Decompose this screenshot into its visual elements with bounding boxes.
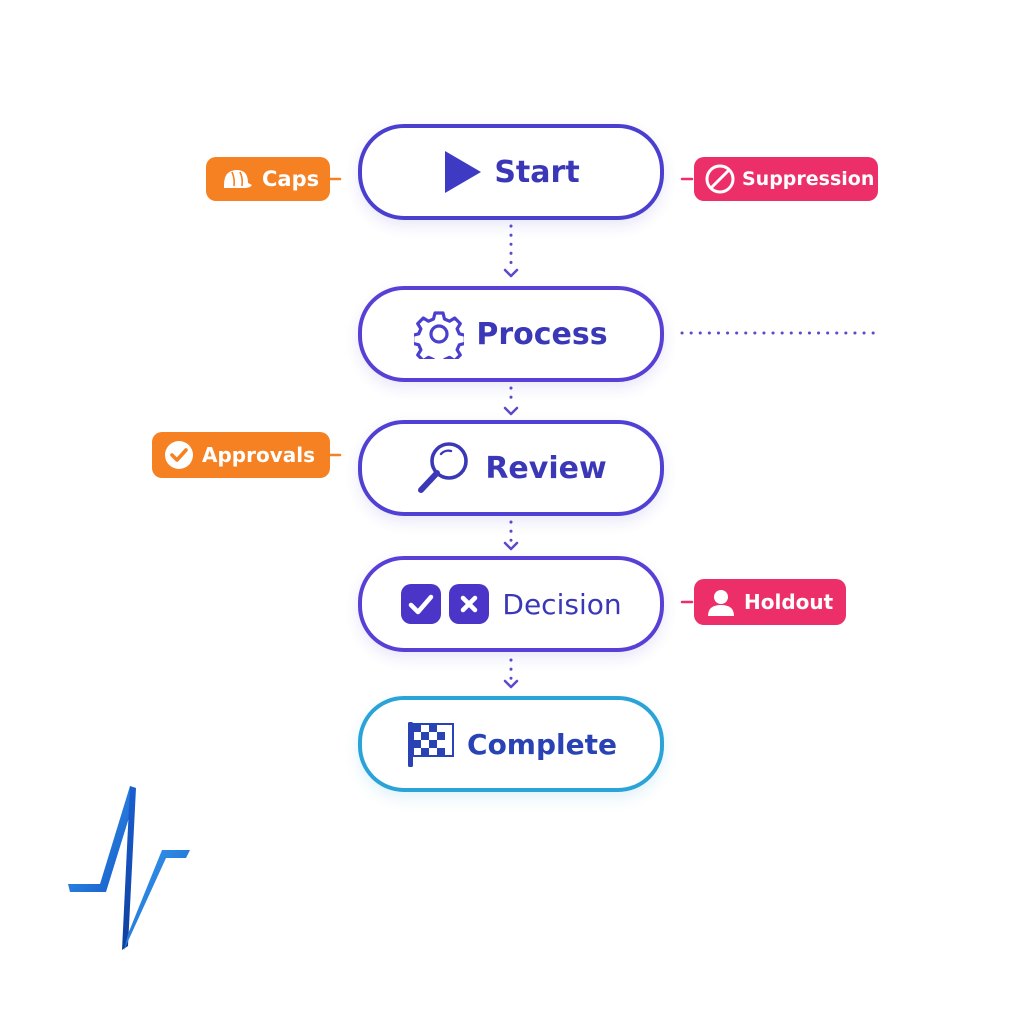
person-icon: [706, 587, 736, 617]
node-decision[interactable]: Decision: [358, 556, 664, 652]
node-complete[interactable]: Complete: [358, 696, 664, 792]
checkered-flag-icon: [405, 719, 455, 769]
arrowhead-3: [503, 541, 519, 551]
zigzag-logo: [66, 784, 196, 958]
node-review-label: Review: [485, 450, 607, 486]
prohibited-icon: [704, 163, 736, 195]
tag-suppression-label: Suppression: [742, 168, 875, 190]
node-process[interactable]: Process: [358, 286, 664, 382]
tag-approvals[interactable]: Approvals: [152, 432, 330, 478]
node-start-label: Start: [494, 154, 580, 190]
tag-caps[interactable]: Caps: [206, 157, 330, 201]
node-review[interactable]: Review: [358, 420, 664, 516]
tag-caps-label: Caps: [262, 167, 320, 191]
magnifier-icon: [415, 440, 473, 496]
node-complete-label: Complete: [467, 727, 617, 761]
arrowhead-2: [503, 406, 519, 416]
node-decision-label: Decision: [502, 587, 622, 621]
gear-icon: [414, 309, 465, 359]
tag-holdout[interactable]: Holdout: [694, 579, 846, 625]
tag-approvals-label: Approvals: [202, 443, 316, 467]
tag-holdout-label: Holdout: [744, 590, 834, 614]
tag-suppression[interactable]: Suppression: [694, 157, 878, 201]
node-process-label: Process: [476, 316, 608, 352]
arrowhead-4: [503, 679, 519, 689]
checkmark-circle-icon: [164, 440, 194, 470]
arrowhead-1: [503, 268, 519, 278]
cap-icon: [220, 167, 254, 191]
check-box-icon: [401, 584, 442, 624]
node-start[interactable]: Start: [358, 124, 664, 220]
x-box-icon: [449, 584, 490, 624]
play-icon: [442, 150, 482, 194]
check-x-icons: [400, 583, 490, 625]
